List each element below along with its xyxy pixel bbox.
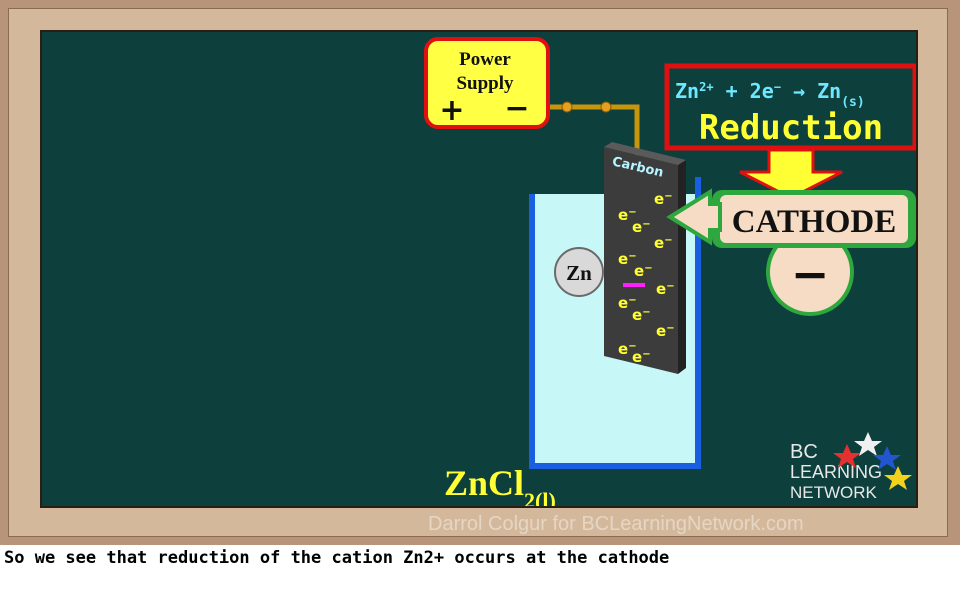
negative-terminal-symbol: −	[791, 247, 830, 301]
power-supply-title-line2: Supply	[456, 73, 514, 94]
electron: e−	[656, 322, 675, 340]
chalkboard: Power Supply + − Carbon e−e−e−e−e−e−e−e−…	[40, 30, 918, 508]
caption: So we see that reduction of the cation Z…	[4, 548, 670, 568]
electron: e−	[632, 218, 651, 236]
electron: e−	[618, 294, 637, 312]
electron: e−	[618, 340, 637, 358]
electron: e−	[634, 262, 653, 280]
negative-terminal-sign: −	[504, 91, 529, 126]
reduction-box: Zn2+ + 2e− → Zn(s) Reduction	[664, 63, 916, 151]
electron: e−	[654, 190, 673, 208]
bc-learning-network-logo: BC LEARNING NETWORK	[790, 432, 912, 502]
logo-line3: NETWORK	[790, 483, 878, 502]
positive-terminal-sign: +	[439, 93, 464, 128]
electron: e−	[618, 250, 637, 268]
zn-ion-label: Zn	[566, 261, 592, 285]
power-supply-title-line1: Power	[459, 49, 511, 70]
electron: e−	[656, 280, 675, 298]
red-star-icon	[833, 444, 861, 468]
logo-line2: LEARNING	[790, 462, 882, 482]
power-supply: Power Supply + −	[424, 37, 550, 129]
electron: e−	[618, 206, 637, 224]
electron: e−	[632, 306, 651, 324]
solution-formula: ZnCl2(l)	[444, 463, 556, 508]
down-arrow-icon	[739, 148, 843, 200]
logo-line1: BC	[790, 441, 818, 463]
yellow-star-icon	[884, 466, 912, 490]
cathode-label: CATHODE	[732, 204, 896, 240]
cathode-label-box: CATHODE	[712, 190, 916, 248]
electrons-group: e−e−e−e−e−e−e−e−e−e−e−e−	[618, 190, 675, 366]
electrolysis-diagram: Power Supply + − Carbon e−e−e−e−e−e−e−e−…	[424, 37, 916, 508]
watermark: Darrol Colgur for BCLearningNetwork.com	[428, 513, 804, 535]
electron: e−	[654, 234, 673, 252]
white-star-icon	[854, 432, 882, 456]
beaker-wall	[529, 177, 701, 469]
zn-ion: Zn	[554, 247, 604, 297]
electron: e−	[632, 348, 651, 366]
wire-connector-right	[600, 101, 612, 113]
wire	[547, 104, 640, 157]
carbon-electrode: Carbon	[604, 142, 686, 374]
negative-terminal-circle: −	[766, 228, 854, 316]
blue-star-icon	[873, 446, 901, 470]
reduction-equation: Zn2+ + 2e− → Zn(s)	[675, 79, 865, 110]
left-arrow-icon	[666, 188, 722, 246]
reduction-label: Reduction	[699, 108, 883, 148]
wire-connector-left	[561, 101, 573, 113]
